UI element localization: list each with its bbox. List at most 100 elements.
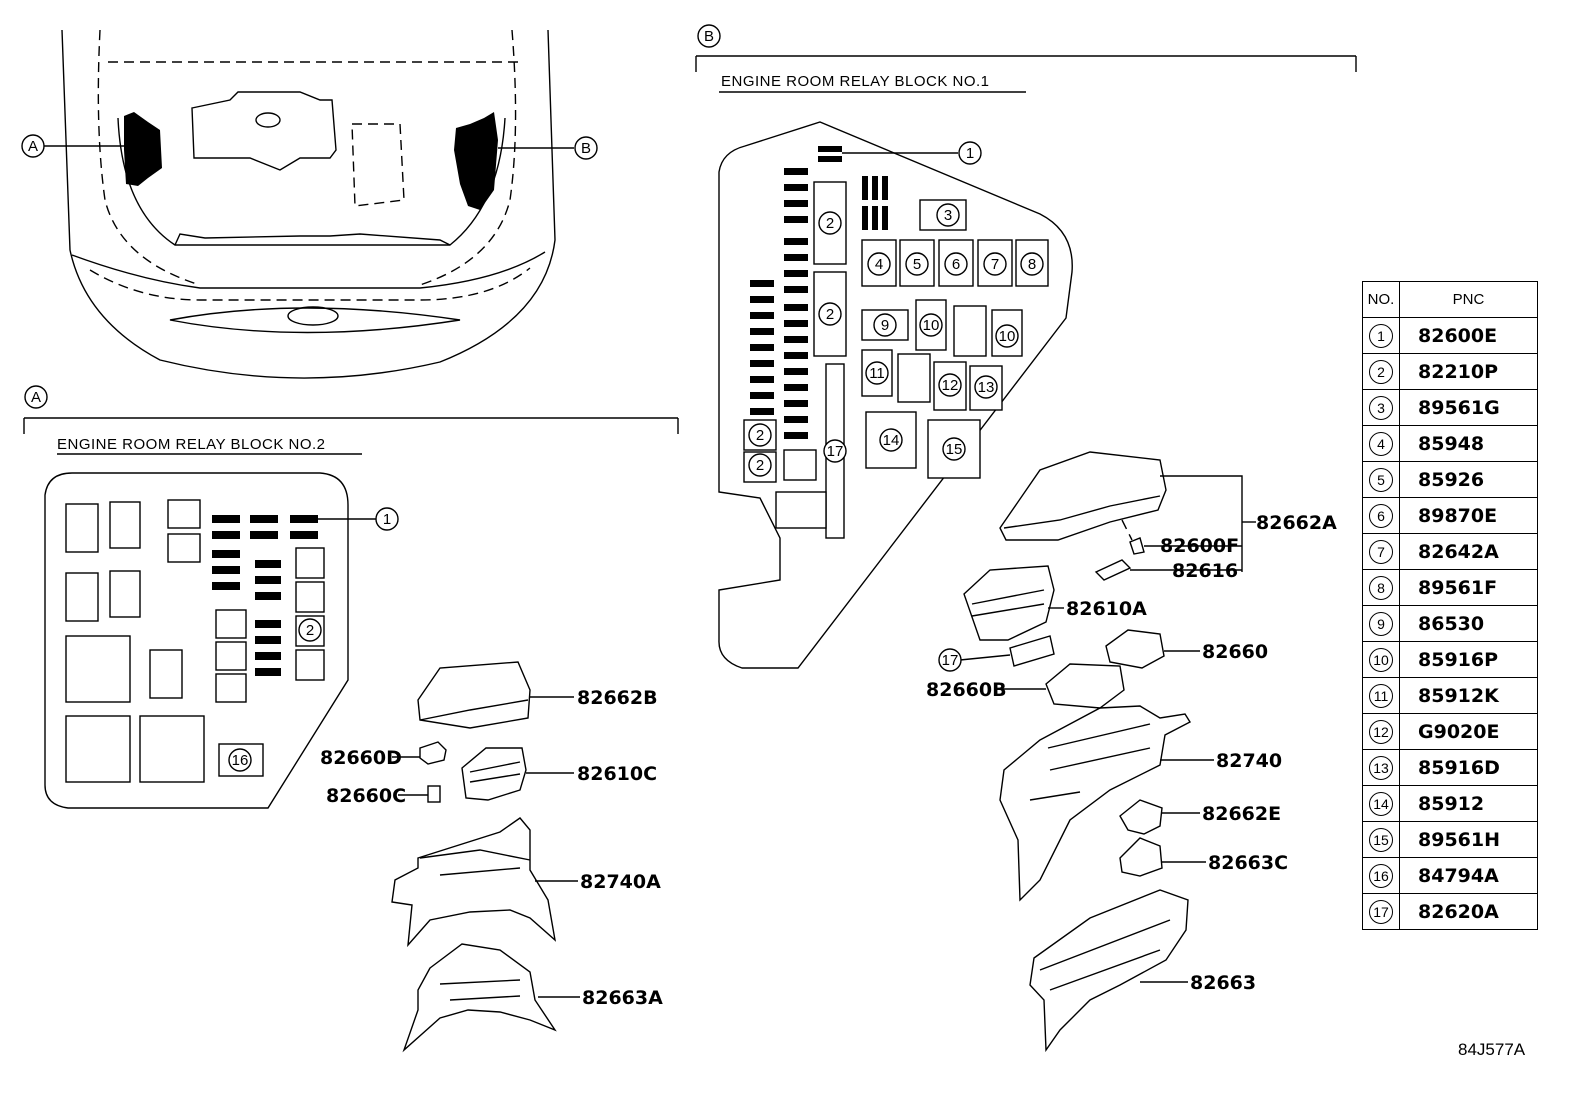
row-number-cell: 10: [1362, 641, 1400, 678]
row-number-cell: 11: [1362, 677, 1400, 714]
row-number: 10: [1369, 647, 1393, 672]
block-b-pos-11: 11: [869, 365, 885, 382]
callout-b-overview-label: B: [581, 140, 591, 157]
block-b-pos-12: 12: [942, 377, 959, 394]
block-b-pos-2d: 2: [756, 457, 764, 474]
relay-block-a-location: [124, 112, 162, 186]
view-b-header: B ENGINE ROOM RELAY BLOCK NO.1: [695, 24, 1357, 93]
row-pnc: 89870E: [1399, 497, 1538, 534]
part-82610A: 82610A: [1066, 598, 1147, 620]
callout-b-overview: [574, 136, 598, 160]
block-b-pos-2b: 2: [826, 306, 834, 323]
part-82660: 82660: [1202, 641, 1268, 663]
view-a-marker: A: [31, 389, 41, 406]
row-pnc: 82642A: [1399, 533, 1538, 570]
part-82600F: 82600F: [1160, 535, 1239, 557]
block-b-pos-7: 7: [991, 256, 999, 273]
row-number-cell: 14: [1362, 785, 1400, 822]
block-b-pos-13: 13: [978, 379, 995, 396]
row-pnc: 85926: [1399, 461, 1538, 498]
block-b-pos-8: 8: [1028, 256, 1036, 273]
row-number: 16: [1369, 863, 1393, 888]
view-a-header: A ENGINE ROOM RELAY BLOCK NO.2: [23, 385, 679, 455]
part-82663A: 82663A: [582, 987, 663, 1009]
row-number: 7: [1369, 539, 1393, 564]
callout-a-overview-label: A: [28, 138, 38, 155]
part-82740: 82740: [1216, 750, 1282, 772]
block-b-pos-5: 5: [913, 256, 921, 273]
row-number-cell: 13: [1362, 749, 1400, 786]
row-pnc: 85912: [1399, 785, 1538, 822]
row-pnc: 85916P: [1399, 641, 1538, 678]
row-number: 11: [1369, 683, 1393, 708]
part-82662B: 82662B: [577, 687, 658, 709]
row-number-cell: 7: [1362, 533, 1400, 570]
row-pnc: 89561H: [1399, 821, 1538, 858]
row-number: 3: [1369, 395, 1393, 420]
block-b-pos-10b: 10: [999, 328, 1016, 345]
part-82662E: 82662E: [1202, 803, 1281, 825]
block-a-pos-2: 2: [306, 622, 314, 639]
relay-block-no2-layout: 2 16 1: [44, 472, 399, 809]
row-number-cell: 4: [1362, 425, 1400, 462]
part-82660D: 82660D: [320, 747, 402, 769]
block-a-pos-1: 1: [383, 511, 391, 528]
row-number: 5: [1369, 467, 1393, 492]
block-b-pos-6: 6: [952, 256, 960, 273]
row-number-cell: 6: [1362, 497, 1400, 534]
block-b-pos-3: 3: [944, 207, 952, 224]
row-number: 9: [1369, 611, 1393, 636]
row-number-cell: 16: [1362, 857, 1400, 894]
block-b-pos-9: 9: [881, 317, 889, 334]
view-a-title: ENGINE ROOM RELAY BLOCK NO.2: [57, 436, 326, 453]
row-number: 4: [1369, 431, 1393, 456]
row-pnc: 89561G: [1399, 389, 1538, 426]
row-number-cell: 12: [1362, 713, 1400, 750]
row-number: 6: [1369, 503, 1393, 528]
part-82663C: 82663C: [1208, 852, 1288, 874]
row-number-cell: 2: [1362, 353, 1400, 390]
car-overview: A B: [21, 29, 598, 379]
row-pnc: 85912K: [1399, 677, 1538, 714]
part-82660C: 82660C: [326, 785, 406, 807]
block-b-pos-1: 1: [966, 145, 974, 162]
block-b-pos-4: 4: [875, 256, 883, 273]
row-pnc: 86530: [1399, 605, 1538, 642]
row-number-cell: 5: [1362, 461, 1400, 498]
view-b-title: ENGINE ROOM RELAY BLOCK NO.1: [721, 73, 990, 90]
part-82663: 82663: [1190, 972, 1256, 994]
relay-block-b-location: [454, 112, 498, 210]
row-pnc: 82210P: [1399, 353, 1538, 390]
block-b-pos-10a: 10: [923, 317, 940, 334]
view-a-parts: 82662B 82660D 82610C 82660C 82740A 82663…: [320, 661, 663, 1053]
row-number: 8: [1369, 575, 1393, 600]
callout-a-overview: [21, 134, 45, 158]
row-pnc: 85916D: [1399, 749, 1538, 786]
diagram-code: 84J577A: [1458, 1040, 1526, 1059]
row-number-cell: 8: [1362, 569, 1400, 606]
row-pnc: 89561F: [1399, 569, 1538, 606]
part-82610C: 82610C: [577, 763, 657, 785]
relay-block-no1-layout: 1 2 2 2 2 3 4 5 6 7 8 9 10 10 11 12 13 1…: [718, 121, 1073, 669]
part-ref-17: 17: [942, 652, 959, 669]
row-number: 2: [1369, 359, 1393, 384]
row-number: 13: [1369, 755, 1393, 780]
block-b-pos-15: 15: [946, 441, 963, 458]
row-number: 1: [1369, 323, 1393, 348]
row-number: 17: [1369, 899, 1393, 924]
view-b-marker: B: [704, 28, 714, 45]
